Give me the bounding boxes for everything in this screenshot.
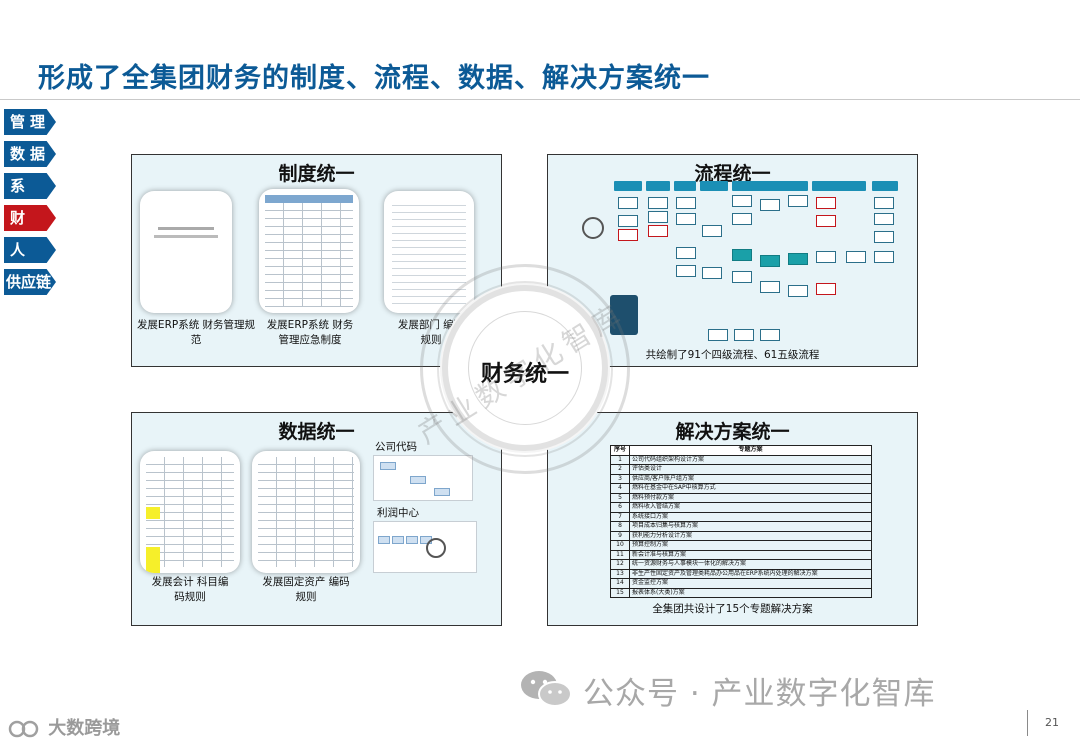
nav-item-hr[interactable]: 人 资: [4, 237, 56, 263]
row-topic: 预算控制方案: [629, 540, 872, 551]
row-topic: 新会计准与核算方案: [629, 549, 872, 560]
row-topic: 评估类设计: [629, 464, 872, 475]
policy-doc-caption-2: 发展ERP系统 财务管理应急制度: [266, 319, 354, 346]
profit-center-thumbnail: [373, 521, 477, 573]
nav-item-management[interactable]: 管理: [4, 109, 56, 135]
company-code-label: 公司代码: [375, 441, 417, 453]
row-index: 12: [610, 559, 630, 570]
row-index: 4: [610, 483, 630, 494]
page-number: 21: [1045, 716, 1059, 729]
row-index: 9: [610, 530, 630, 541]
row-index: 3: [610, 473, 630, 484]
row-topic: 燃料预付款方案: [629, 492, 872, 503]
nav-item-supply-chain[interactable]: 供应链: [4, 269, 56, 295]
wechat-icon: [521, 671, 572, 707]
row-index: 1: [610, 454, 630, 465]
solution-panel-title: 解决方案统一: [675, 421, 790, 443]
data-doc-caption-2: 发展固定资产 编码规则: [262, 576, 350, 603]
data-doc-thumbnail-1: [140, 451, 240, 573]
process-panel-title: 流程统一: [694, 163, 771, 185]
nav-item-finance[interactable]: 财 务: [4, 205, 56, 231]
row-index: 6: [610, 502, 630, 513]
policy-doc-thumbnail-1: [140, 191, 232, 313]
data-doc-caption-1: 发展会计 科目编码规则: [151, 576, 229, 603]
page-number-divider: [1027, 710, 1028, 736]
center-hub-label: 财务统一: [480, 362, 569, 387]
page-title: 形成了全集团财务的制度、流程、数据、解决方案统一: [38, 63, 710, 94]
row-topic: 供应商/客户账户组方案: [629, 473, 872, 484]
row-index: 13: [610, 568, 630, 579]
nav-item-system[interactable]: 系 统: [4, 173, 56, 199]
title-divider: [0, 99, 1080, 100]
policy-doc-thumbnail-3: [384, 191, 474, 313]
policy-doc-caption-1: 发展ERP系统 财务管理规范: [136, 319, 256, 346]
policy-panel: 制度统一 发展ERP系统 财务管理规范 发展ERP系统 财务管理应急制度 发展部…: [131, 154, 502, 367]
row-topic: 公司代码组织架构设计方案: [629, 454, 872, 465]
table-header-row: 序号 专题方案: [610, 445, 872, 456]
process-panel: 流程统一: [547, 154, 918, 367]
row-topic: 统一资源财务与人事模块一体化的解决方案: [629, 559, 872, 570]
row-index: 15: [610, 587, 630, 598]
row-index: 11: [610, 549, 630, 560]
brand-name: 大数跨境: [48, 718, 121, 739]
row-topic: 获利能力分析设计方案: [629, 530, 872, 541]
table-header-topic: 专题方案: [629, 445, 872, 456]
center-hub-ring: [468, 311, 582, 425]
profit-center-label: 利润中心: [377, 507, 419, 519]
brand-logo-icon: [8, 720, 39, 738]
row-topic: 系统接口方案: [629, 511, 872, 522]
policy-doc-thumbnail-2: [259, 189, 359, 313]
section-nav: 管理 数据 系 统 财 务 人 资 供应链: [4, 109, 62, 301]
row-topic: 报表体系(大类)方案: [629, 587, 872, 598]
nav-item-data[interactable]: 数据: [4, 141, 56, 167]
table-header-index: 序号: [610, 445, 630, 456]
row-index: 7: [610, 511, 630, 522]
row-topic: 非生产性固定资产及管理类耗品办公用品在ERP系统内处理的解决方案: [629, 568, 872, 579]
data-panel-title: 数据统一: [278, 421, 355, 443]
data-panel: 数据统一 公司代码 利润中心 发展会计 科目编码规则 发展固定资产 编码规则: [131, 412, 502, 626]
row-topic: 燃料收入管结方案: [629, 502, 872, 513]
row-index: 5: [610, 492, 630, 503]
row-topic: 资金监控方案: [629, 578, 872, 589]
center-hub: 财务统一: [442, 285, 608, 451]
policy-doc-caption-3: 发展部门 编码规则: [397, 319, 465, 346]
brand-watermark: 大数跨境: [8, 714, 120, 740]
row-index: 8: [610, 521, 630, 532]
row-topic: 燃料在基金中在SAP中核算方式: [629, 483, 872, 494]
company-code-thumbnail: [373, 455, 473, 501]
row-topic: 项目成本归集与核算方案: [629, 521, 872, 532]
row-index: 2: [610, 464, 630, 475]
row-index: 14: [610, 578, 630, 589]
wechat-watermark-text: 公众号 · 产业数字化智库: [583, 676, 936, 712]
process-caption: 共绘制了91个四级流程、61五级流程: [645, 349, 820, 361]
solution-caption: 全集团共设计了15个专题解决方案: [652, 603, 813, 615]
data-doc-thumbnail-2: [252, 451, 360, 573]
policy-panel-title: 制度统一: [278, 163, 355, 185]
row-index: 10: [610, 540, 630, 551]
